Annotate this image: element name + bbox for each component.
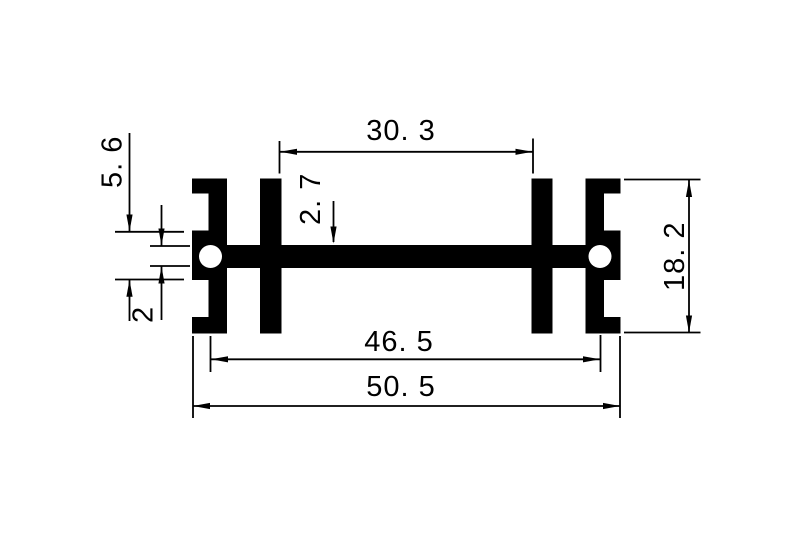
screw-hole-left bbox=[199, 245, 222, 268]
arrowhead-down bbox=[126, 214, 133, 232]
dim-label-fin-spacing: 30. 3 bbox=[366, 115, 436, 147]
dim-label-overall-height: 18. 2 bbox=[659, 222, 691, 292]
dim-overall-width: 50. 5 bbox=[192, 336, 621, 418]
right-end-channel bbox=[585, 178, 621, 334]
dim-slot-width: 2 bbox=[128, 205, 190, 323]
arrowhead-right bbox=[583, 356, 600, 363]
arrowhead-right bbox=[603, 402, 620, 410]
dim-label-boss-slot-height: 5. 6 bbox=[97, 136, 129, 188]
right-middle-arm bbox=[603, 230, 621, 280]
dim-boss-slot-height: 5. 6 bbox=[97, 133, 184, 321]
arrowhead-left bbox=[211, 356, 228, 363]
dim-label-slot-width: 2 bbox=[128, 306, 160, 323]
left-bottom-flange bbox=[192, 317, 227, 334]
arrowhead-down bbox=[330, 226, 337, 244]
arrowhead-up bbox=[126, 279, 133, 297]
extrusion-profile bbox=[192, 178, 621, 334]
dim-label-web-thickness: 2. 7 bbox=[295, 173, 327, 225]
fin-right bbox=[531, 178, 553, 334]
arrowhead-up bbox=[685, 180, 693, 197]
screw-hole-right bbox=[588, 245, 612, 268]
base-web bbox=[224, 245, 592, 268]
arrowhead-up bbox=[158, 266, 165, 284]
arrowhead-right bbox=[515, 148, 533, 155]
dim-label-hole-center-span: 46. 5 bbox=[364, 326, 434, 358]
dim-label-overall-width: 50. 5 bbox=[366, 371, 436, 403]
left-end-channel bbox=[192, 178, 227, 334]
arrowhead-down bbox=[158, 228, 165, 246]
arrowhead-down bbox=[685, 315, 693, 333]
fin-left bbox=[260, 178, 282, 334]
arrowhead-left bbox=[280, 148, 297, 155]
dim-hole-center-span: 46. 5 bbox=[209, 326, 602, 372]
dim-overall-height: 18. 2 bbox=[624, 178, 701, 334]
dim-web-thickness: 2. 7 bbox=[295, 173, 337, 244]
right-bottom-flange bbox=[585, 317, 621, 334]
dim-fin-spacing: 30. 3 bbox=[278, 115, 534, 174]
arrowhead-left bbox=[193, 402, 210, 410]
